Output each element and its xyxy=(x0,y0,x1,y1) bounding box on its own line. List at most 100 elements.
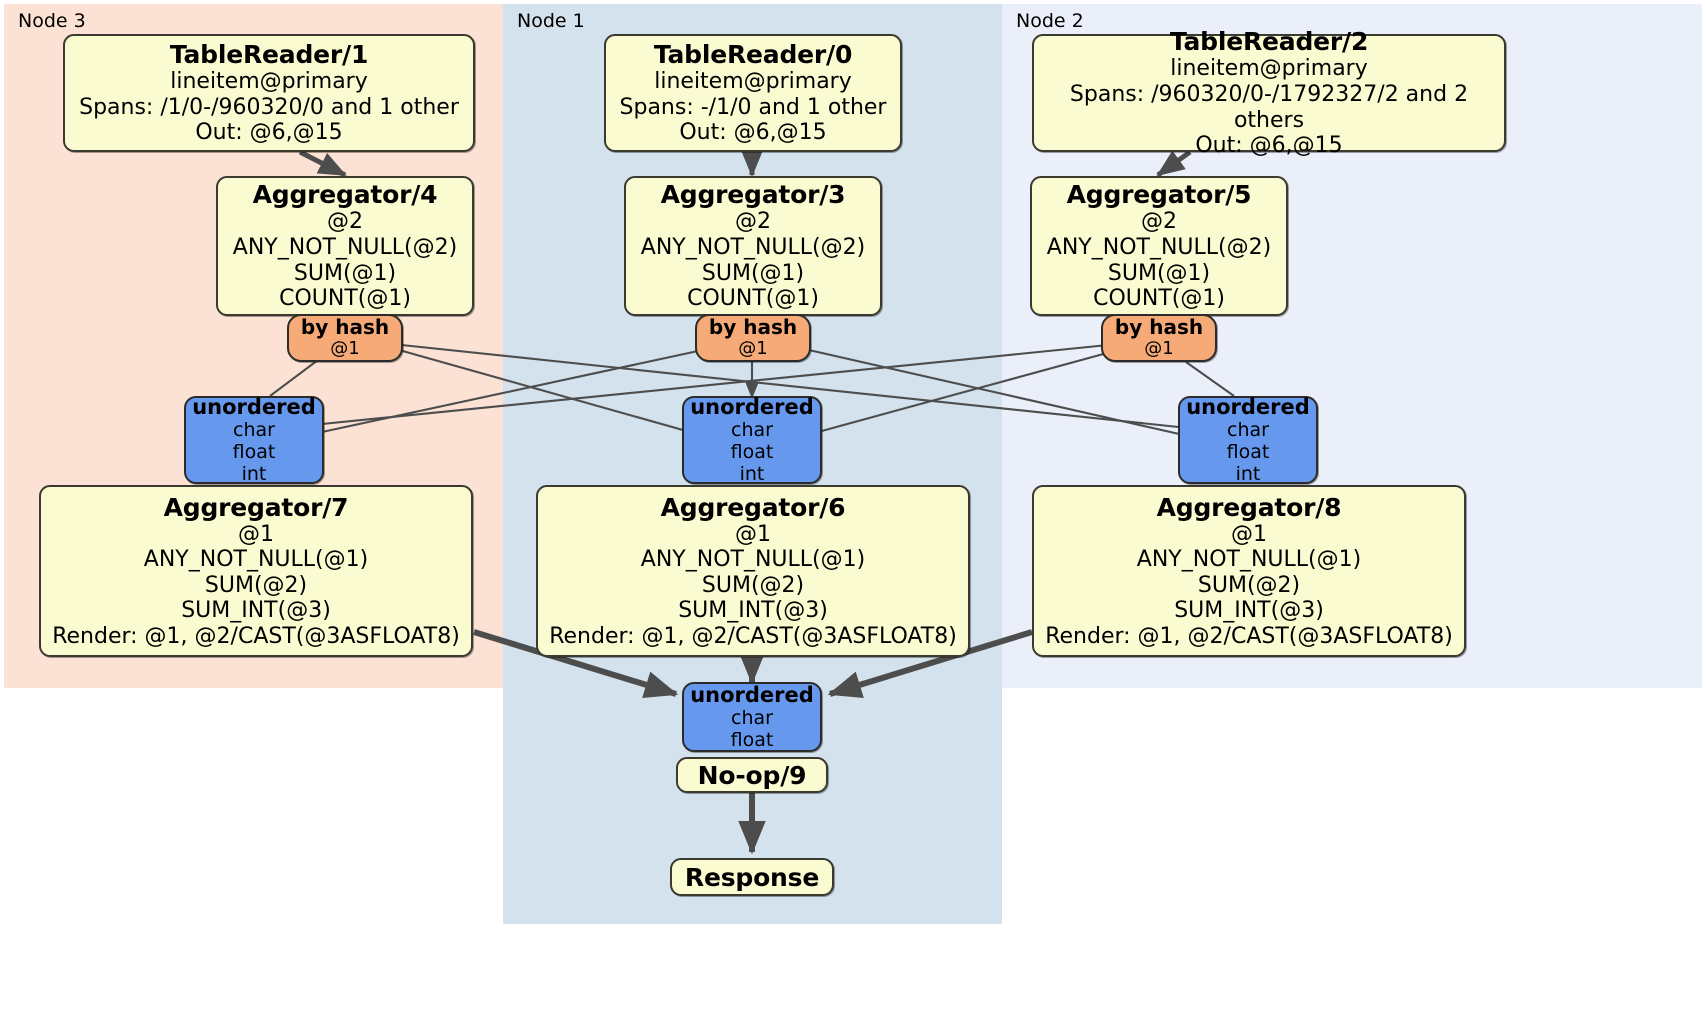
unordered-router-8-type3: int xyxy=(1235,463,1261,486)
aggregator-6[interactable]: Aggregator/6 @1 ANY_NOT_NULL(@1) SUM(@2)… xyxy=(536,485,970,657)
panel-node3-label: Node 3 xyxy=(18,10,86,32)
aggregator-4-title: Aggregator/4 xyxy=(252,180,438,210)
unordered-router-7-type1: char xyxy=(233,419,275,442)
edge-agg8-final-router xyxy=(827,629,1033,699)
hash-router-4-col: @1 xyxy=(330,338,360,360)
aggregator-5-fn2: SUM(@1) xyxy=(1107,260,1211,286)
unordered-router-8[interactable]: unordered char float int xyxy=(1178,394,1318,486)
table-reader-1-title: TableReader/1 xyxy=(169,40,369,70)
final-unordered-router-title: unordered xyxy=(690,682,814,707)
table-reader-0-title: TableReader/0 xyxy=(653,40,853,70)
response-title: Response xyxy=(684,862,820,892)
unordered-router-6-type3: int xyxy=(739,463,765,486)
aggregator-3-fn3: COUNT(@1) xyxy=(687,286,819,312)
aggregator-8-fn3: SUM_INT(@3) xyxy=(1174,598,1324,624)
aggregator-7-title: Aggregator/7 xyxy=(163,492,349,522)
hash-router-3[interactable]: by hash @1 xyxy=(695,314,811,362)
edge-h4-r8 xyxy=(391,342,1189,430)
aggregator-3-fn2: SUM(@1) xyxy=(701,260,805,286)
hash-router-3-col: @1 xyxy=(738,338,768,360)
aggregator-8-fn1: ANY_NOT_NULL(@1) xyxy=(1136,547,1362,573)
aggregator-7-groupcol: @1 xyxy=(238,521,274,547)
aggregator-3-groupcol: @2 xyxy=(735,209,771,235)
no-op-9[interactable]: No-op/9 xyxy=(676,757,828,793)
aggregator-7-fn2: SUM(@2) xyxy=(204,572,308,598)
aggregator-8-fn2: SUM(@2) xyxy=(1197,572,1301,598)
unordered-router-8-type2: float xyxy=(1226,441,1270,464)
aggregator-3-fn1: ANY_NOT_NULL(@2) xyxy=(640,234,866,260)
table-reader-0-out: Out: @6,@15 xyxy=(679,120,827,146)
hash-router-4-title: by hash xyxy=(300,314,390,339)
edge-agg7-final-router xyxy=(473,629,679,699)
edge-h4-r6 xyxy=(391,346,691,434)
table-reader-2[interactable]: TableReader/2 lineitem@primary Spans: /9… xyxy=(1032,27,1506,158)
edge-tr1-agg4 xyxy=(298,149,347,178)
aggregator-4-fn3: COUNT(@1) xyxy=(279,286,411,312)
final-unordered-router[interactable]: unordered char float xyxy=(682,682,822,752)
table-reader-0[interactable]: TableReader/0 lineitem@primary Spans: -/… xyxy=(604,34,902,152)
aggregator-4-fn2: SUM(@1) xyxy=(293,260,397,286)
aggregator-5-fn1: ANY_NOT_NULL(@2) xyxy=(1046,234,1272,260)
aggregator-6-render: Render: @1, @2/CAST(@3ASFLOAT8) xyxy=(549,623,957,649)
table-reader-1-spans: Spans: /1/0-/960320/0 and 1 other xyxy=(79,94,459,120)
unordered-router-8-type1: char xyxy=(1227,419,1269,442)
unordered-router-6-type2: float xyxy=(730,441,774,464)
final-unordered-router-type1: char xyxy=(731,707,773,730)
aggregator-5-fn3: COUNT(@1) xyxy=(1093,286,1225,312)
unordered-router-7[interactable]: unordered char float int xyxy=(184,394,324,486)
table-reader-2-out: Out: @6,@15 xyxy=(1195,133,1343,159)
aggregator-8-render: Render: @1, @2/CAST(@3ASFLOAT8) xyxy=(1045,623,1453,649)
aggregator-5-title: Aggregator/5 xyxy=(1066,180,1252,210)
aggregator-6-fn3: SUM_INT(@3) xyxy=(678,598,828,624)
unordered-router-8-title: unordered xyxy=(1186,394,1310,419)
table-reader-2-title: TableReader/2 xyxy=(1169,27,1369,57)
hash-router-5[interactable]: by hash @1 xyxy=(1101,314,1217,362)
unordered-router-6-title: unordered xyxy=(690,394,814,419)
edge-h5-r6 xyxy=(817,348,1119,434)
edge-tr2-agg5 xyxy=(1156,149,1192,178)
table-reader-2-spans: Spans: /960320/0-/1792327/2 and 2 others xyxy=(1069,81,1469,133)
hash-router-5-col: @1 xyxy=(1144,338,1174,360)
aggregator-8[interactable]: Aggregator/8 @1 ANY_NOT_NULL(@1) SUM(@2)… xyxy=(1032,485,1466,657)
hash-router-3-title: by hash xyxy=(708,314,798,339)
unordered-router-7-type3: int xyxy=(241,463,267,486)
panel-node1-label: Node 1 xyxy=(517,10,585,32)
hash-router-5-title: by hash xyxy=(1114,314,1204,339)
response-node[interactable]: Response xyxy=(670,858,834,896)
table-reader-1-index: lineitem@primary xyxy=(170,69,368,95)
edge-h5-r7 xyxy=(321,342,1119,426)
no-op-9-title: No-op/9 xyxy=(697,760,807,790)
unordered-router-6-type1: char xyxy=(731,419,773,442)
final-unordered-router-type2: float xyxy=(730,729,774,752)
table-reader-2-index: lineitem@primary xyxy=(1170,56,1368,82)
aggregator-5[interactable]: Aggregator/5 @2 ANY_NOT_NULL(@2) SUM(@1)… xyxy=(1030,176,1288,316)
aggregator-6-groupcol: @1 xyxy=(735,521,771,547)
panel-node2-label: Node 2 xyxy=(1016,10,1084,32)
aggregator-7-fn1: ANY_NOT_NULL(@1) xyxy=(143,547,369,573)
edge-h5-r8 xyxy=(1185,361,1235,397)
aggregator-7[interactable]: Aggregator/7 @1 ANY_NOT_NULL(@1) SUM(@2)… xyxy=(39,485,473,657)
aggregator-6-fn1: ANY_NOT_NULL(@1) xyxy=(640,547,866,573)
unordered-router-7-type2: float xyxy=(232,441,276,464)
aggregator-7-render: Render: @1, @2/CAST(@3ASFLOAT8) xyxy=(52,623,460,649)
unordered-router-7-title: unordered xyxy=(192,394,316,419)
aggregator-6-fn2: SUM(@2) xyxy=(701,572,805,598)
edge-h4-r7 xyxy=(269,359,319,397)
aggregator-4-fn1: ANY_NOT_NULL(@2) xyxy=(232,234,458,260)
aggregator-3-title: Aggregator/3 xyxy=(660,180,846,210)
aggregator-8-title: Aggregator/8 xyxy=(1156,492,1342,522)
table-reader-0-spans: Spans: -/1/0 and 1 other xyxy=(619,94,887,120)
aggregator-8-groupcol: @1 xyxy=(1231,521,1267,547)
aggregator-4[interactable]: Aggregator/4 @2 ANY_NOT_NULL(@2) SUM(@1)… xyxy=(216,176,474,316)
aggregator-6-title: Aggregator/6 xyxy=(660,492,846,522)
unordered-router-6[interactable]: unordered char float int xyxy=(682,394,822,486)
aggregator-3[interactable]: Aggregator/3 @2 ANY_NOT_NULL(@2) SUM(@1)… xyxy=(624,176,882,316)
aggregator-7-fn3: SUM_INT(@3) xyxy=(181,598,331,624)
table-reader-1-out: Out: @6,@15 xyxy=(195,120,343,146)
edge-h3-r8 xyxy=(799,346,1189,438)
aggregator-4-groupcol: @2 xyxy=(327,209,363,235)
aggregator-5-groupcol: @2 xyxy=(1141,209,1177,235)
table-reader-1[interactable]: TableReader/1 lineitem@primary Spans: /1… xyxy=(63,34,475,152)
hash-router-4[interactable]: by hash @1 xyxy=(287,314,403,362)
